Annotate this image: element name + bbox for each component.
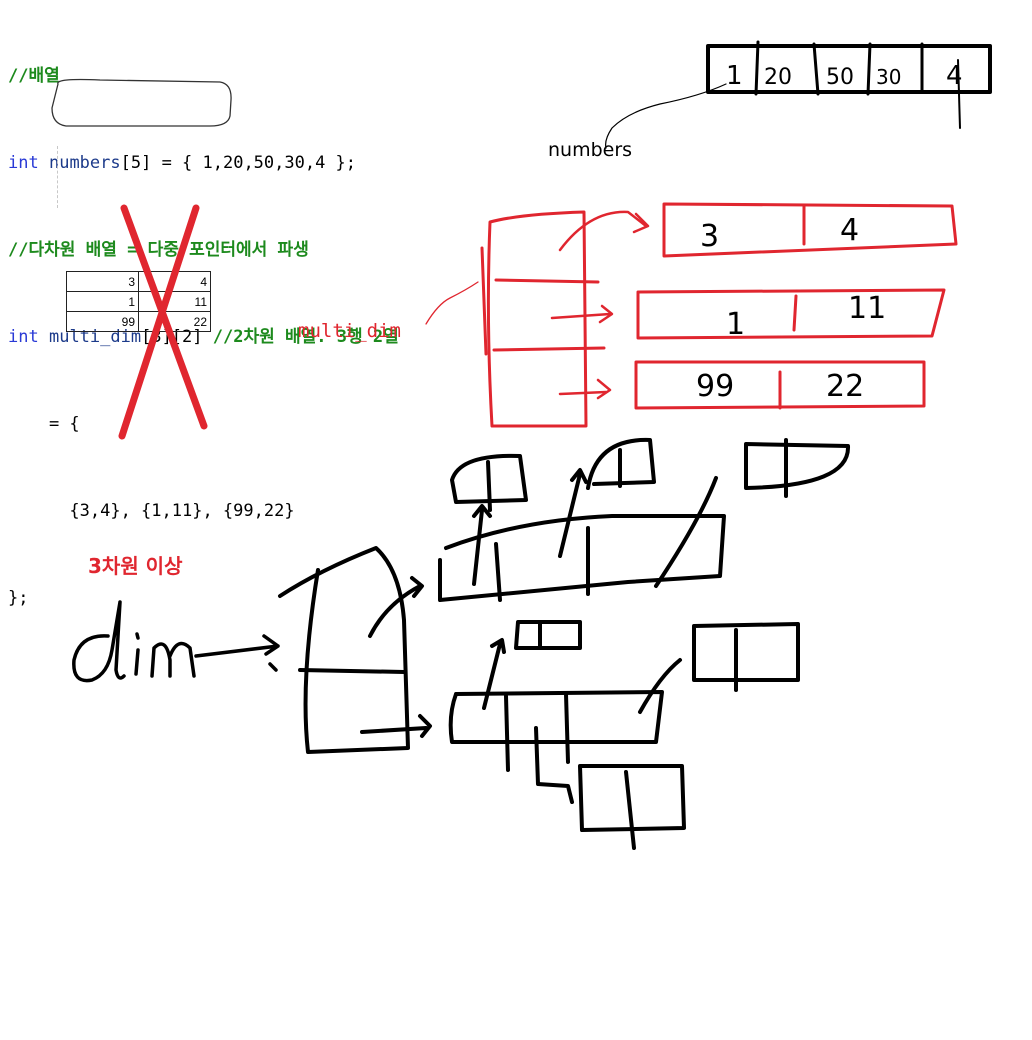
numbers-cell: 50 xyxy=(826,65,854,90)
code-line-numbers-decl: int numbers[5] = { 1,20,50,30,4 }; xyxy=(8,153,357,173)
multi-dim-label: multi_dim xyxy=(298,320,401,342)
multi-level-pointer-diagram xyxy=(72,437,851,850)
second-level-array xyxy=(438,514,726,602)
cell-value: 11 xyxy=(848,291,886,326)
numbers-cell: 30 xyxy=(876,65,901,89)
numbers-array-diagram xyxy=(605,40,992,149)
leaf-box xyxy=(450,453,528,504)
cross-out-mark xyxy=(118,204,208,440)
table-cell: 99 xyxy=(66,311,139,332)
cell-value: 3 xyxy=(700,219,719,254)
top-pointer-block xyxy=(278,546,410,754)
numbers-cell: 20 xyxy=(764,65,792,90)
numbers-cell: 1 xyxy=(726,61,743,91)
cell-value: 1 xyxy=(726,307,745,342)
row-box xyxy=(634,360,926,410)
leaf-box xyxy=(514,620,582,650)
multi-dim-diagram xyxy=(425,202,958,428)
code-line-close: }; xyxy=(8,588,29,608)
row-box xyxy=(636,288,946,340)
leaf-box xyxy=(692,622,800,682)
cell-value: 4 xyxy=(840,213,859,248)
pointer-column xyxy=(486,210,588,428)
cell-value: 22 xyxy=(826,369,864,404)
leaf-box xyxy=(586,437,656,490)
dim-handwriting xyxy=(72,600,280,683)
numbers-label: numbers xyxy=(548,139,633,161)
second-level-array xyxy=(448,690,664,744)
numbers-array-box xyxy=(706,44,992,94)
code-line-comment-array: //배열 xyxy=(8,66,60,86)
code-line-comment-multidim: //다차원 배열 = 다중 포인터에서 파생 xyxy=(8,240,309,260)
indent-guide xyxy=(57,146,58,208)
highlight-ellipse xyxy=(51,78,232,127)
numbers-pointer-line xyxy=(605,83,727,149)
three-dim-label: 3차원 이상 xyxy=(88,554,183,578)
code-line-values: {3,4}, {1,11}, {99,22} xyxy=(8,501,295,521)
code-line-assign: = { xyxy=(8,414,80,434)
leaf-box xyxy=(744,442,851,490)
row-box xyxy=(662,202,958,258)
leaf-box xyxy=(578,764,686,832)
numbers-cell: 4 xyxy=(946,61,963,91)
cell-value: 99 xyxy=(696,369,734,404)
